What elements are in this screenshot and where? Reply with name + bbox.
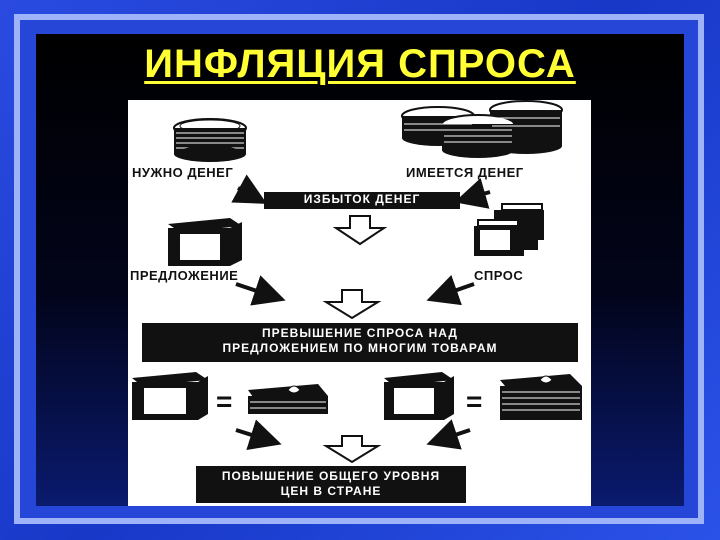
diagram-graphics xyxy=(132,100,582,464)
cash-stack-icon xyxy=(500,374,582,420)
price-rise-bar: ПОВЫШЕНИЕ ОБЩЕГО УРОВНЯ ЦЕН В СТРАНЕ xyxy=(196,466,466,503)
label-need-money: НУЖНО ДЕНЕГ xyxy=(132,165,234,180)
excess-money-bar: ИЗБЫТОК ДЕНЕГ xyxy=(264,192,460,209)
coin-stacks-icon xyxy=(401,100,563,158)
arrow-left xyxy=(454,178,491,209)
arrow-left xyxy=(426,274,475,306)
excess-demand-bar: ПРЕВЫШЕНИЕ СПРОСА НАД ПРЕДЛОЖЕНИЕМ ПО МН… xyxy=(142,323,578,362)
excess-money-text: ИЗБЫТОК ДЕНЕГ xyxy=(303,192,421,206)
price-rise-line1: ПОВЫШЕНИЕ ОБЩЕГО УРОВНЯ xyxy=(221,469,441,483)
coin-stack-icon xyxy=(173,118,247,162)
arrow-right xyxy=(235,275,286,306)
down-arrow-icon xyxy=(332,215,388,246)
arrow-right xyxy=(235,419,282,451)
label-supply: ПРЕДЛОЖЕНИЕ xyxy=(130,268,239,283)
label-have-money: ИМЕЕТСЯ ДЕНЕГ xyxy=(406,165,524,180)
arrow-left xyxy=(426,419,471,450)
down-arrow-icon xyxy=(322,435,382,464)
price-rise-line2: ЦЕН В СТРАНЕ xyxy=(280,484,382,498)
diagram-panel: НУЖНО ДЕНЕГ ИМЕЕТСЯ ДЕНЕГ ИЗБЫТОК ДЕНЕГ … xyxy=(128,100,591,506)
down-arrow-icon xyxy=(322,289,382,320)
excess-demand-line1: ПРЕВЫШЕНИЕ СПРОСА НАД xyxy=(262,326,458,340)
tv-box-icon xyxy=(384,372,454,420)
boxes-icon xyxy=(474,203,544,256)
tv-box-icon xyxy=(132,372,208,420)
excess-demand-line2: ПРЕДЛОЖЕНИЕМ ПО МНОГИМ ТОВАРАМ xyxy=(222,341,498,355)
slide-title: ИНФЛЯЦИЯ СПРОСА xyxy=(144,42,576,86)
label-demand: СПРОС xyxy=(474,268,524,283)
tv-box-icon xyxy=(168,218,242,266)
equals-sign: = xyxy=(466,386,483,417)
arrow-right xyxy=(231,174,268,204)
equals-sign: = xyxy=(216,386,233,417)
cash-stack-icon xyxy=(248,384,328,414)
